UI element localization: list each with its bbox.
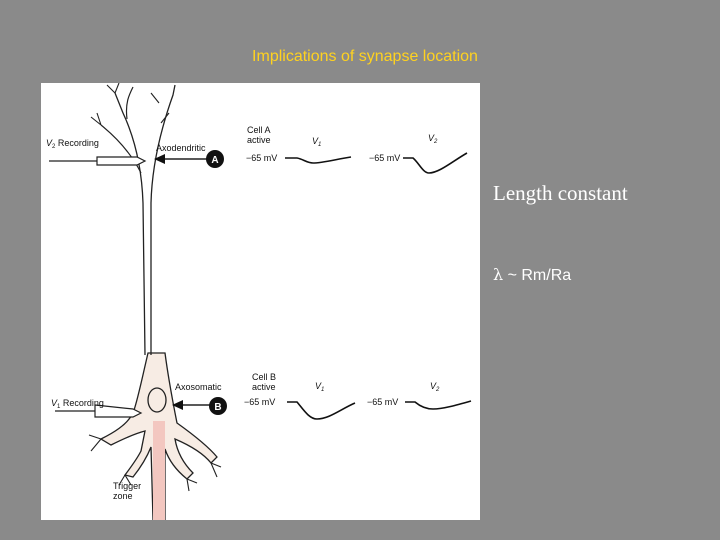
cell-b-v1-trace — [287, 402, 355, 419]
cell-b-active-1: Cell B — [252, 372, 276, 382]
neuron-diagram: A B V2 Recording V1 Recording Axodendrit… — [41, 83, 480, 520]
ratio-text: ~ Rm/Ra — [503, 267, 571, 284]
cell-b-active-2: active — [252, 382, 276, 392]
nucleus — [148, 388, 166, 412]
cell-a-v2-label: V2 — [428, 133, 438, 145]
neuron-figure: A B V2 Recording V1 Recording Axodendrit… — [41, 83, 480, 520]
dendrite-branch — [101, 125, 141, 173]
cell-b-v2-trace — [405, 401, 471, 409]
cell-b-label: B — [214, 402, 221, 413]
cell-b-v2-label: V2 — [430, 381, 440, 393]
lambda-ratio-text: λ ~ Rm/Ra — [493, 265, 571, 285]
length-constant-text: Length constant — [493, 181, 628, 206]
lambda-symbol: λ — [493, 265, 503, 284]
cell-a-v1-label: V1 — [312, 136, 321, 148]
v2-electrode — [97, 157, 145, 165]
slide-title: Implications of synapse location — [0, 48, 720, 66]
trigger-zone-label-1: Trigger — [113, 481, 141, 491]
cell-a-v1-trace — [285, 157, 351, 163]
trigger-zone-shading — [153, 421, 165, 520]
axosomatic-label: Axosomatic — [175, 382, 222, 392]
cell-a-v1-rest: −65 mV — [246, 153, 277, 163]
trigger-zone-label-2: zone — [113, 491, 133, 501]
apical-dendrite — [115, 93, 145, 355]
cell-b-v1-rest: −65 mV — [244, 397, 275, 407]
cell-a-active-1: Cell A — [247, 125, 271, 135]
v2-recording-label: V2 Recording — [46, 138, 99, 150]
cell-a-v2-trace — [403, 153, 467, 173]
cell-a-active-2: active — [247, 135, 271, 145]
cell-b-v2-rest: −65 mV — [367, 397, 398, 407]
cell-a-v2-rest: −65 mV — [369, 153, 400, 163]
cell-a-label: A — [211, 155, 218, 166]
cell-b-v1-label: V1 — [315, 381, 324, 393]
axodendritic-label: Axodendritic — [156, 143, 206, 153]
